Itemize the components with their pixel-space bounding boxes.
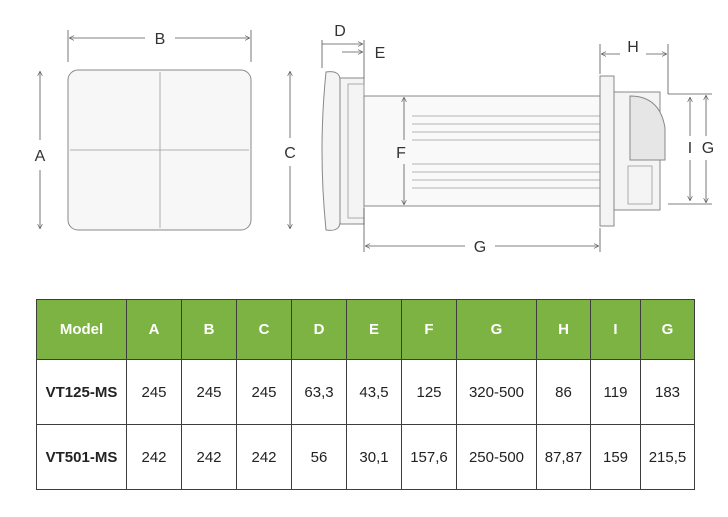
- header-c: C: [236, 299, 292, 360]
- rear-plate: [599, 75, 615, 227]
- technical-drawing: B A C D E: [35, 23, 715, 256]
- cell-a: 242: [126, 424, 182, 490]
- side-flange: [339, 77, 365, 225]
- header-i: I: [590, 299, 641, 360]
- dim-label-c: C: [284, 145, 296, 162]
- dim-label-e: E: [375, 45, 386, 62]
- cell-c: 245: [236, 359, 292, 425]
- cell-g-length: 250-500: [456, 424, 537, 490]
- specification-table: Model A B C D E F G H I G VT125-MS 245 2…: [36, 299, 695, 490]
- dim-label-b: B: [155, 31, 166, 48]
- header-f: F: [401, 299, 457, 360]
- cell-g-length: 320-500: [456, 359, 537, 425]
- cell-g-rear: 215,5: [640, 424, 695, 490]
- rear-hood-grill: [627, 165, 653, 205]
- cell-model: VT501-MS: [36, 424, 127, 490]
- cell-f: 157,6: [401, 424, 457, 490]
- cell-d: 56: [291, 424, 347, 490]
- cell-i: 159: [590, 424, 641, 490]
- front-view: B A: [35, 30, 252, 231]
- table-header-row: Model A B C D E F G H I G: [36, 299, 695, 360]
- cell-b: 242: [181, 424, 237, 490]
- cell-d: 63,3: [291, 359, 347, 425]
- cell-a: 245: [126, 359, 182, 425]
- header-b: B: [181, 299, 237, 360]
- dim-label-g-length: G: [474, 239, 486, 256]
- header-a: A: [126, 299, 182, 360]
- cell-f: 125: [401, 359, 457, 425]
- header-d: D: [291, 299, 347, 360]
- header-g-rear: G: [640, 299, 695, 360]
- cell-i: 119: [590, 359, 641, 425]
- dim-label-a: A: [35, 148, 46, 165]
- dim-label-i: I: [688, 140, 692, 157]
- cell-e: 43,5: [346, 359, 402, 425]
- cell-e: 30,1: [346, 424, 402, 490]
- header-h: H: [536, 299, 591, 360]
- cell-g-rear: 183: [640, 359, 695, 425]
- header-e: E: [346, 299, 402, 360]
- table-row: VT125-MS 245 245 245 63,3 43,5 125 320-5…: [36, 359, 695, 425]
- dim-label-h: H: [627, 39, 639, 56]
- dim-label-f: F: [396, 145, 406, 162]
- table-row: VT501-MS 242 242 242 56 30,1 157,6 250-5…: [36, 424, 695, 490]
- cell-h: 86: [536, 359, 591, 425]
- header-g-length: G: [456, 299, 537, 360]
- cell-h: 87,87: [536, 424, 591, 490]
- cell-c: 242: [236, 424, 292, 490]
- side-view: C D E F G H I G: [284, 23, 714, 256]
- cell-model: VT125-MS: [36, 359, 127, 425]
- dim-label-g-rear: G: [702, 140, 714, 157]
- cell-b: 245: [181, 359, 237, 425]
- header-model: Model: [36, 299, 127, 360]
- side-cover: [321, 71, 341, 231]
- dim-label-d: D: [334, 23, 346, 40]
- rear-hood-curve: [629, 95, 666, 161]
